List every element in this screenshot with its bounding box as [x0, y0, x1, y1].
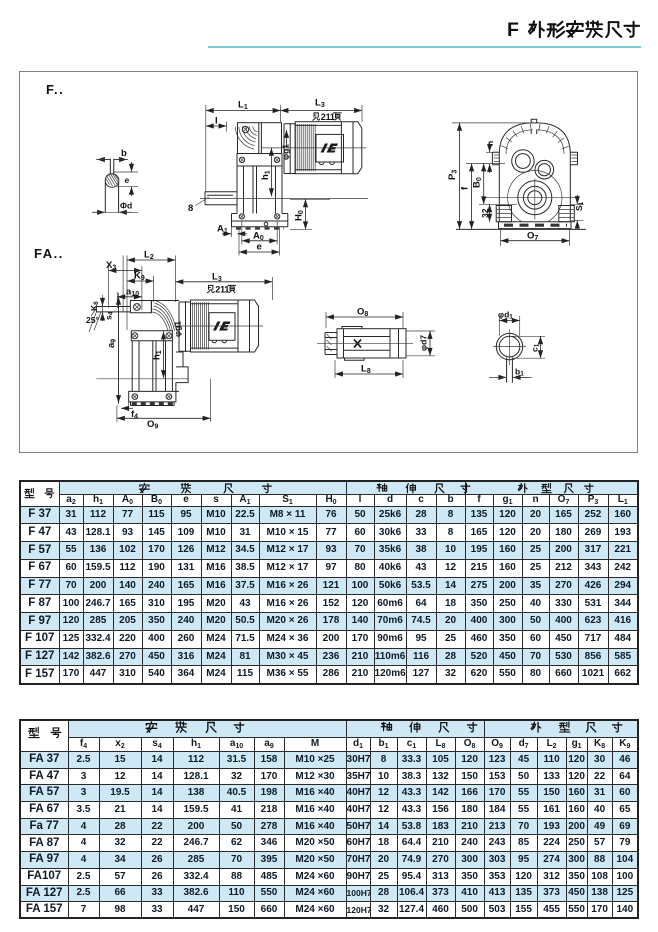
svg-text:L3: L3: [212, 272, 222, 284]
svg-text:φg1: φg1: [173, 321, 183, 337]
svg-text:φg1: φg1: [281, 144, 291, 160]
svg-text:25°: 25°: [86, 315, 99, 325]
svg-text:S1: S1: [574, 201, 585, 211]
svg-text:32: 32: [480, 208, 490, 218]
svg-text:211: 211: [215, 285, 229, 295]
svg-text:X3: X3: [106, 260, 116, 272]
svg-text:K8: K8: [89, 301, 100, 311]
svg-text:A1: A1: [217, 224, 228, 236]
svg-text:s4: s4: [104, 311, 115, 320]
svg-text:K9: K9: [134, 271, 145, 283]
svg-text:e: e: [257, 242, 262, 253]
svg-text:b1: b1: [515, 367, 524, 378]
svg-text:f: f: [460, 186, 471, 190]
svg-text:a9: a9: [106, 339, 118, 348]
svg-text:O8: O8: [357, 307, 368, 319]
svg-text:L2: L2: [144, 250, 154, 262]
svg-text:P3: P3: [447, 170, 459, 180]
svg-text:I: I: [215, 116, 218, 127]
svg-text:n: n: [485, 141, 495, 146]
svg-text:8: 8: [188, 203, 193, 214]
svg-text:h1: h1: [260, 170, 272, 180]
svg-text:h1: h1: [152, 350, 164, 360]
svg-text:φd1: φd1: [498, 310, 513, 321]
svg-text:B0: B0: [472, 177, 484, 188]
svg-text:L1: L1: [238, 100, 248, 112]
svg-text:φd7: φd7: [419, 335, 429, 351]
svg-text:211: 211: [321, 112, 335, 122]
svg-text:H0: H0: [294, 210, 306, 221]
svg-text:c1: c1: [530, 343, 541, 352]
svg-text:a10: a10: [126, 287, 139, 299]
svg-text:A0: A0: [253, 231, 264, 243]
svg-text:L3: L3: [315, 98, 325, 110]
svg-text:b: b: [121, 148, 127, 159]
svg-text:O7: O7: [527, 231, 538, 243]
svg-text:L8: L8: [361, 364, 371, 376]
svg-text:FA..: FA..: [34, 246, 64, 261]
svg-text:f4: f4: [131, 409, 138, 421]
svg-text:Φd: Φd: [120, 201, 132, 211]
svg-text:e: e: [125, 175, 130, 185]
svg-text:O9: O9: [147, 419, 158, 431]
svg-text:F..: F..: [46, 82, 64, 97]
